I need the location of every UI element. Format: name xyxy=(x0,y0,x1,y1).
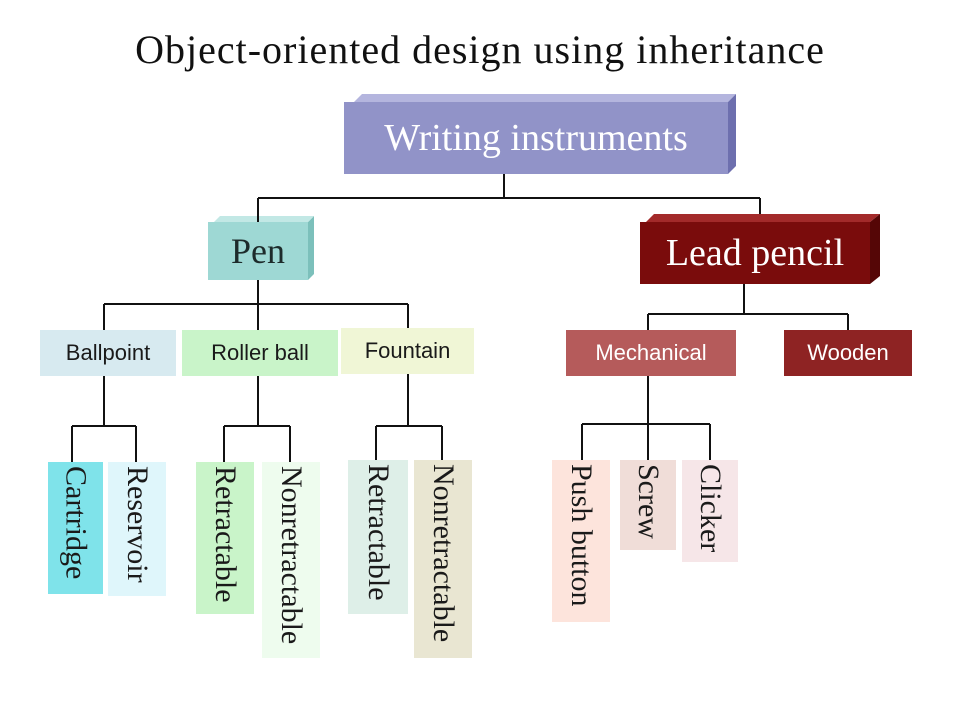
node-mechanical-push-button: Push button xyxy=(552,460,610,622)
pen-box-top-face xyxy=(214,216,314,222)
node-writing-instruments: Writing instruments xyxy=(344,102,728,174)
node-mechanical-screw: Screw xyxy=(620,460,676,550)
node-mechanical-push-button-label: Push button xyxy=(565,464,598,607)
connector-lines xyxy=(71,174,849,462)
node-roller-nonretractable: Nonretractable xyxy=(262,462,320,658)
node-wooden: Wooden xyxy=(784,330,912,376)
root-box-top-face xyxy=(354,94,736,102)
node-fountain: Fountain xyxy=(341,328,474,374)
node-mechanical: Mechanical xyxy=(566,330,736,376)
node-fountain-retractable: Retractable xyxy=(348,460,408,614)
node-mechanical-screw-label: Screw xyxy=(632,464,665,539)
node-fountain-nonretractable: Nonretractable xyxy=(414,460,472,658)
node-roller-nonretractable-label: Nonretractable xyxy=(275,466,308,645)
node-ballpoint-reservoir-label: Reservoir xyxy=(121,466,154,583)
node-ballpoint-cartridge: Cartridge xyxy=(48,462,103,594)
node-ballpoint: Ballpoint xyxy=(40,330,176,376)
lead-box-top-face xyxy=(646,214,880,222)
page-title: Object-oriented design using inheritance xyxy=(135,27,825,72)
lead-box-side-face xyxy=(870,214,880,284)
node-fountain-nonretractable-label: Nonretractable xyxy=(427,464,460,643)
node-fountain-retractable-label: Retractable xyxy=(362,464,395,601)
node-roller-retractable: Retractable xyxy=(196,462,254,614)
node-ballpoint-cartridge-label: Cartridge xyxy=(59,466,93,580)
node-roller-retractable-label: Retractable xyxy=(209,466,242,603)
node-roller-ball: Roller ball xyxy=(182,330,338,376)
node-lead-pencil: Lead pencil xyxy=(640,222,870,284)
node-mechanical-clicker: Clicker xyxy=(682,460,738,562)
node-mechanical-clicker-label: Clicker xyxy=(694,464,727,553)
root-box-side-face xyxy=(728,94,736,174)
pen-box-side-face xyxy=(308,216,314,280)
node-ballpoint-reservoir: Reservoir xyxy=(108,462,166,596)
node-pen: Pen xyxy=(208,222,308,280)
